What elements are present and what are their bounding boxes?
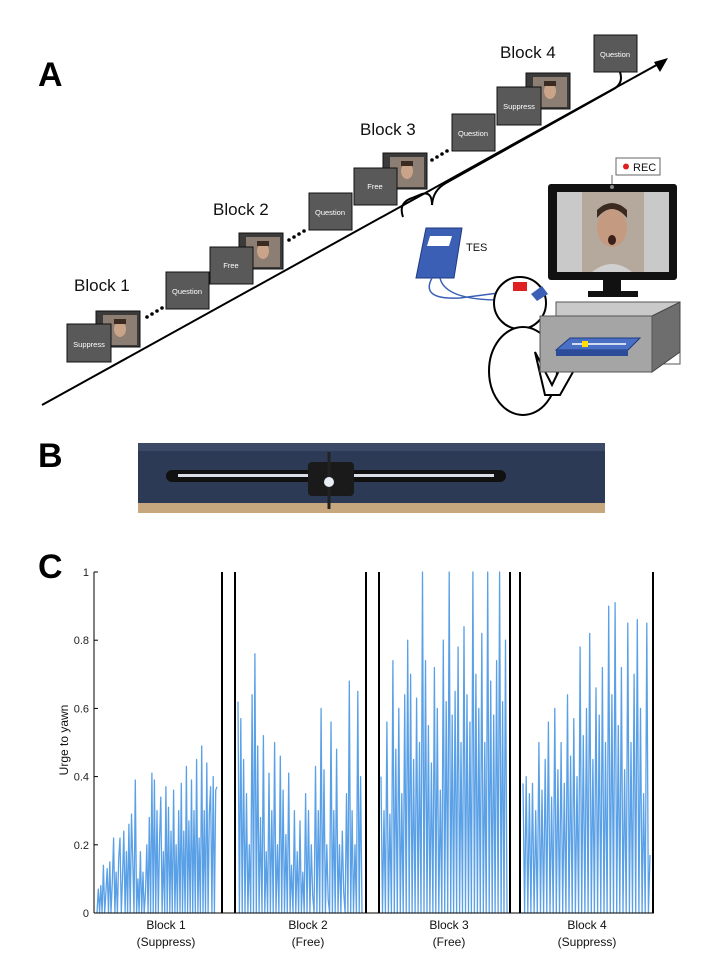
block-3-label: Block 3 [429, 918, 469, 932]
y-tick-label: 0.4 [74, 772, 89, 784]
block-4-first-card: Suppress [496, 86, 542, 126]
timeline-arrowhead [654, 58, 668, 72]
series-line-block-1 [96, 745, 218, 914]
series-line-block-3 [380, 571, 508, 914]
block-1-title: Block 1 [74, 276, 130, 295]
block-2-question-card: Question [308, 192, 353, 231]
block-4-question-card: Question [593, 34, 638, 73]
block-4-sublabel: (Suppress) [558, 935, 617, 949]
block-separators [221, 572, 654, 913]
block-3-first-card-text: Free [367, 182, 382, 191]
block-1-question-card: Question [165, 271, 210, 310]
monitor [548, 184, 677, 297]
desk [539, 301, 681, 373]
block-2-label: Block 2 [288, 918, 328, 932]
slider-photo [138, 443, 605, 513]
block-1-first-card: Suppress [66, 323, 112, 363]
block-2-dots [287, 229, 306, 242]
block-3-sublabel: (Free) [433, 935, 466, 949]
block-1-sublabel: (Suppress) [137, 935, 196, 949]
block-4-question-text: Question [600, 50, 630, 59]
panel-a-letter: A [38, 56, 63, 94]
block-2-sublabel: (Free) [292, 935, 325, 949]
y-axis: 0 0.2 0.4 0.6 0.8 1 [74, 567, 98, 920]
series-line-block-4 [522, 602, 651, 914]
y-tick-label: 0.8 [74, 635, 89, 647]
panel-c: C Urge to yawn 0 0.2 0.4 0.6 0.8 1 Block 1 (S… [38, 548, 654, 949]
slider-device-icon [554, 337, 642, 356]
block-2-title: Block 2 [213, 200, 269, 219]
block-2-first-card-text: Free [223, 261, 238, 270]
block-1-first-card-text: Suppress [73, 340, 105, 349]
block-3-question-text: Question [458, 129, 488, 138]
panel-a: A Block 1 Block 2 Block 3 Block 4 Suppre… [38, 34, 681, 416]
rec-indicator [611, 157, 661, 184]
block-4-title: Block 4 [500, 43, 556, 62]
rec-label: REC [633, 162, 656, 174]
series-line-block-2 [237, 653, 363, 914]
curly-brace [400, 71, 622, 218]
block-3-dots [430, 149, 449, 162]
chart-series [96, 571, 651, 914]
block-1-dots [145, 306, 164, 319]
tes-device-icon [415, 227, 463, 279]
panel-b: B [38, 437, 605, 513]
block-1-label: Block 1 [146, 918, 186, 932]
y-tick-label: 0 [83, 908, 89, 920]
block-3-first-card: Free [353, 167, 398, 206]
electrode-red [513, 282, 527, 291]
panel-b-letter: B [38, 437, 63, 475]
y-tick-label: 0.6 [74, 703, 89, 715]
block-3-question-card: Question [451, 113, 496, 152]
y-tick-label: 0.2 [74, 840, 89, 852]
panel-c-letter: C [38, 548, 63, 586]
block-4-first-card-text: Suppress [503, 102, 535, 111]
tes-label: TES [466, 242, 487, 254]
block-4-label: Block 4 [567, 918, 607, 932]
tes-wire-1 [428, 277, 515, 299]
electrode-blue [531, 286, 548, 301]
block-2-question-text: Question [315, 208, 345, 217]
block-1-question-text: Question [172, 287, 202, 296]
block-3-title: Block 3 [360, 120, 416, 139]
y-tick-label: 1 [83, 567, 89, 579]
y-axis-label: Urge to yawn [57, 705, 71, 776]
block-2-first-card: Free [209, 246, 254, 285]
